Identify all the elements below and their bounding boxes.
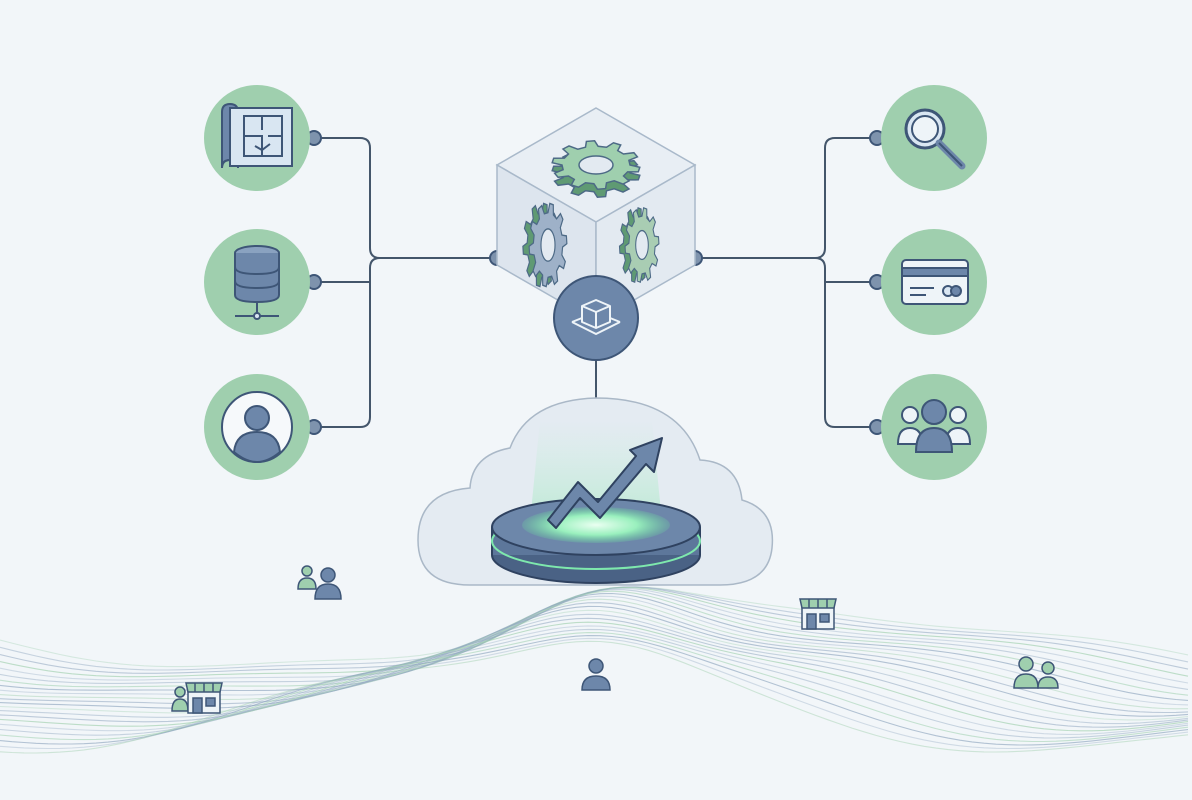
wave-line — [0, 613, 1189, 725]
node-user-group — [881, 374, 987, 480]
wave-line — [0, 587, 1189, 684]
connector-right-top — [695, 137, 877, 259]
people-store-icon — [171, 682, 223, 714]
wave-line — [0, 640, 1189, 754]
wave-line — [0, 589, 1189, 690]
gear-icon — [618, 206, 660, 284]
box-hub-icon — [571, 299, 621, 335]
person-icon — [581, 658, 611, 691]
wave-line — [0, 632, 1189, 743]
node-credit-card — [881, 229, 987, 335]
gear-icon — [551, 140, 641, 198]
connector-left-bottom — [314, 268, 371, 428]
search-icon — [904, 108, 966, 170]
user-group-icon — [896, 399, 972, 453]
storefront-icon — [799, 598, 837, 630]
database-server-icon — [234, 245, 280, 320]
light-beam — [530, 420, 662, 522]
growth-arrow-icon — [547, 437, 663, 529]
wave-line — [0, 635, 1189, 746]
connector-right-bottom — [824, 268, 877, 428]
people-icon — [297, 565, 342, 600]
wave-line — [0, 586, 1189, 678]
node-user-avatar — [204, 374, 310, 480]
gears-cube — [495, 107, 697, 324]
blueprint-icon — [221, 102, 293, 169]
cloud-growth-platform — [417, 397, 774, 586]
node-database — [204, 229, 310, 335]
gears-cube-icon — [495, 107, 697, 324]
node-search — [881, 85, 987, 191]
wave-line — [0, 617, 1189, 728]
node-blueprint — [204, 85, 310, 191]
connector-lines — [314, 137, 877, 428]
credit-card-icon — [901, 259, 969, 305]
box-hub — [553, 275, 639, 361]
wave-line — [0, 621, 1189, 732]
user-avatar-icon — [221, 391, 293, 464]
gear-icon — [522, 202, 568, 288]
wave-line — [0, 637, 1189, 750]
connector-left-top — [314, 137, 497, 259]
people-icon — [1013, 656, 1059, 689]
